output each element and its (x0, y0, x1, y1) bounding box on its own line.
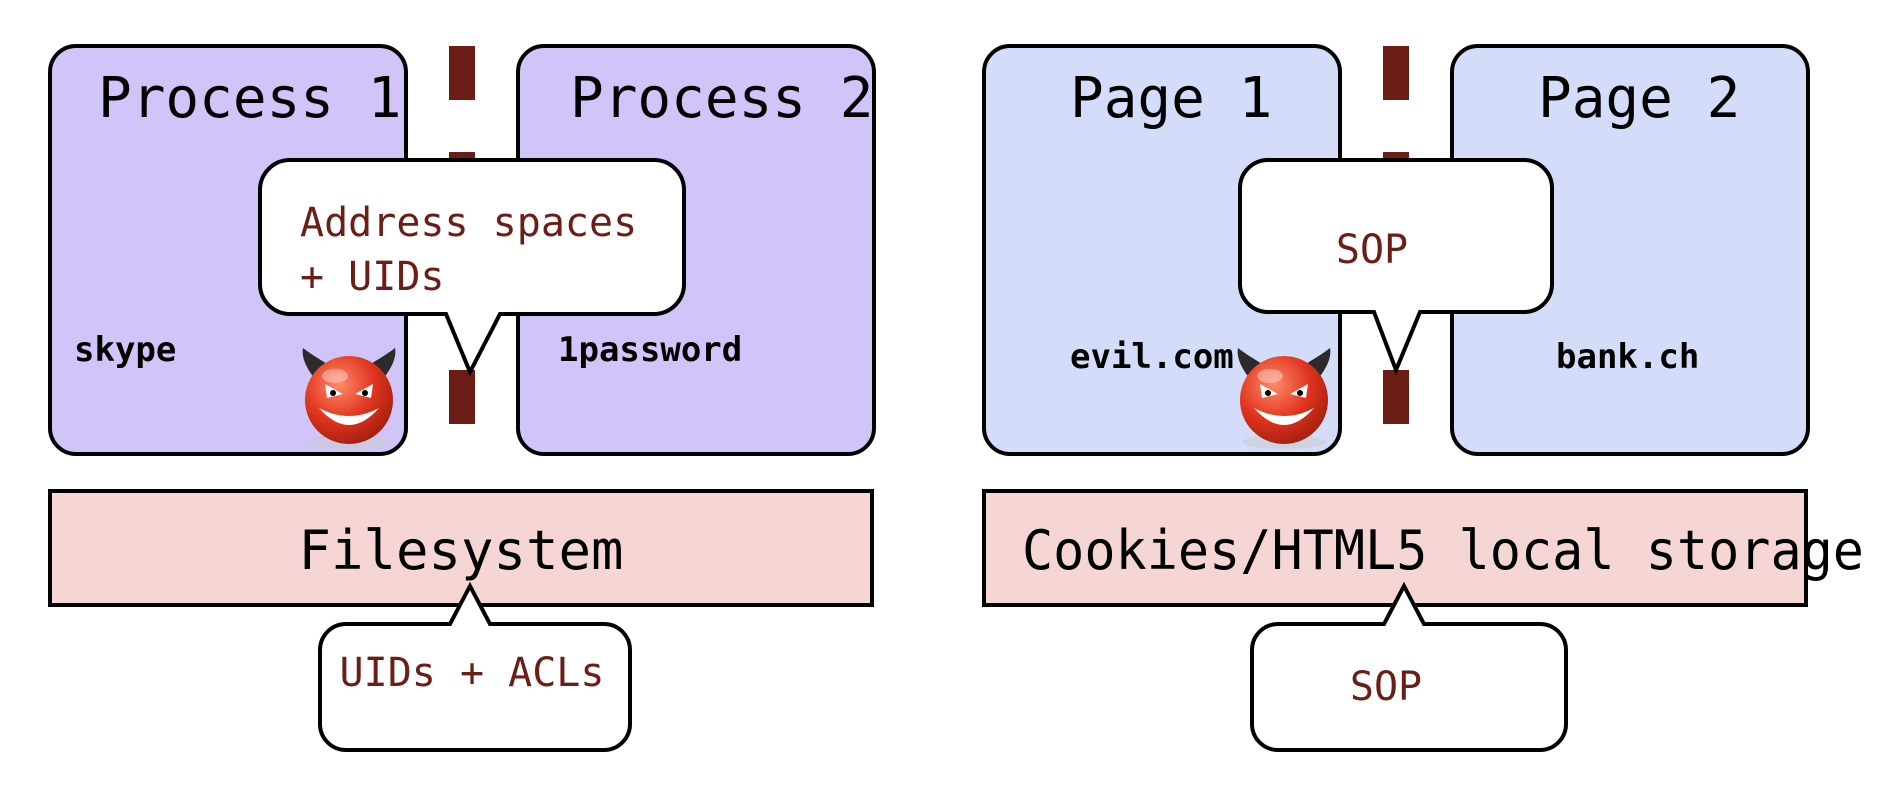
filesystem-box (48, 489, 874, 607)
page-1-label: evil.com (1070, 337, 1234, 377)
filesystem-label: Filesystem (298, 519, 623, 582)
address-spaces-callout-line-2: + UIDs (300, 254, 445, 300)
process-1-label: skype (74, 330, 176, 370)
process-1-title: Process 1 (98, 66, 401, 131)
uids-acls-callout (318, 581, 632, 752)
process-isolation-barrier (449, 46, 475, 424)
sop-pages-callout-text: SOP (1336, 227, 1408, 273)
process-2-title: Process 2 (570, 66, 873, 131)
cookies-storage-label: Cookies/HTML5 local storage (1022, 519, 1864, 582)
page-1-title: Page 1 (1070, 66, 1272, 131)
page-2-title: Page 2 (1538, 66, 1740, 131)
sop-storage-callout (1250, 581, 1568, 752)
address-spaces-callout-line-1: Address spaces (300, 200, 637, 246)
address-spaces-callout (258, 158, 686, 377)
sop-pages-callout (1238, 158, 1554, 376)
page-isolation-barrier (1383, 46, 1409, 424)
sop-storage-callout-text: SOP (1350, 664, 1422, 710)
cookies-storage-box (982, 489, 1808, 607)
page-2-label: bank.ch (1556, 337, 1699, 377)
process-2-label: 1password (558, 330, 742, 370)
uids-acls-callout-text: UIDs + ACLs (340, 650, 605, 696)
